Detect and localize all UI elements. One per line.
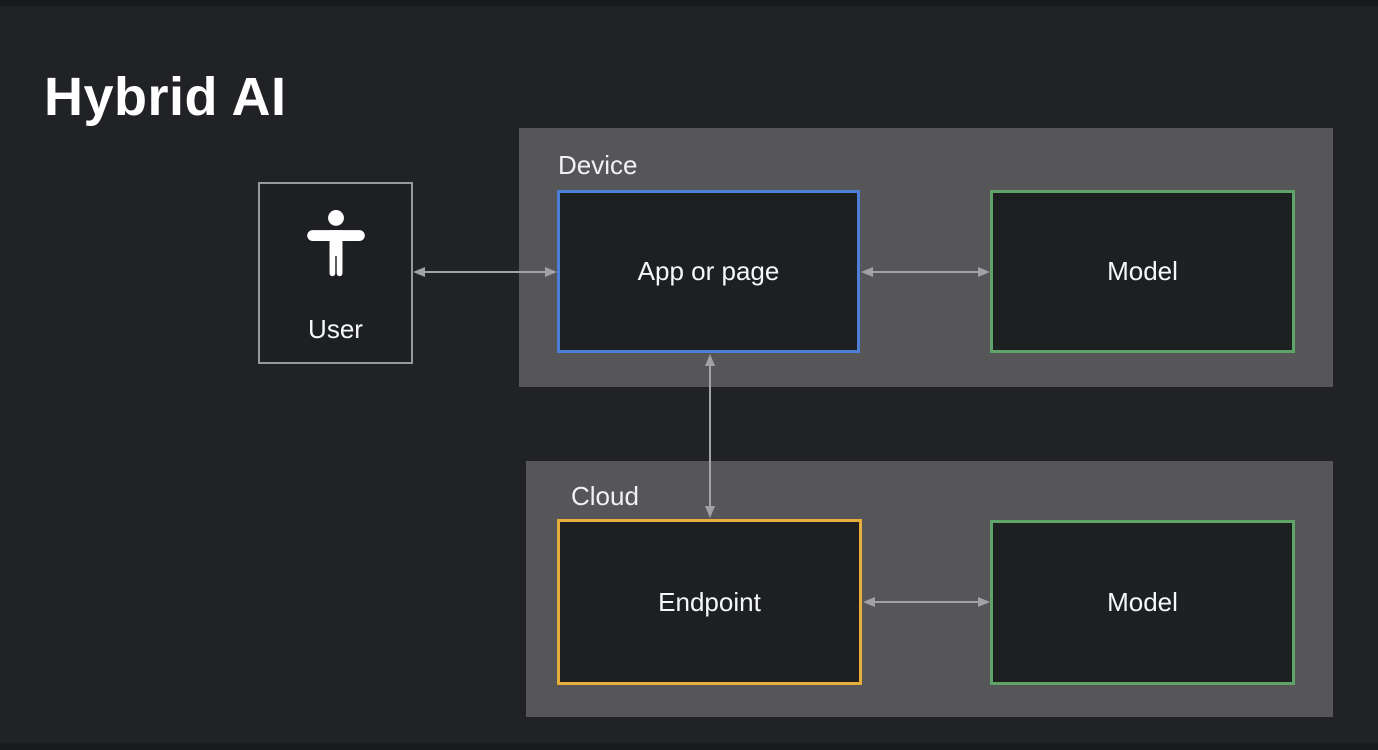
page-title: Hybrid AI xyxy=(44,67,287,127)
endpoint-node: Endpoint xyxy=(557,519,862,685)
device-panel-label: Device xyxy=(558,150,638,180)
arrow-app-endpoint xyxy=(705,354,715,518)
cloud-panel-label: Cloud xyxy=(571,481,639,511)
app-or-page-node: App or page xyxy=(557,190,860,353)
cloud-model-node: Model xyxy=(990,520,1295,685)
arrow-user-app xyxy=(413,267,557,277)
user-label: User xyxy=(308,314,363,344)
user-node: User xyxy=(258,182,413,364)
device-panel: Device App or page Model xyxy=(519,128,1333,387)
endpoint-label: Endpoint xyxy=(658,586,761,617)
arrow-endpoint-cloud-model xyxy=(863,597,990,607)
app-or-page-label: App or page xyxy=(637,256,780,286)
device-model-label: Model xyxy=(1107,256,1178,286)
device-model-node: Model xyxy=(990,190,1295,353)
cloud-model-label: Model xyxy=(1107,587,1178,617)
arrow-app-device-model xyxy=(861,267,990,277)
person-icon xyxy=(306,210,365,277)
cloud-panel: Cloud Endpoint Model xyxy=(526,461,1333,717)
